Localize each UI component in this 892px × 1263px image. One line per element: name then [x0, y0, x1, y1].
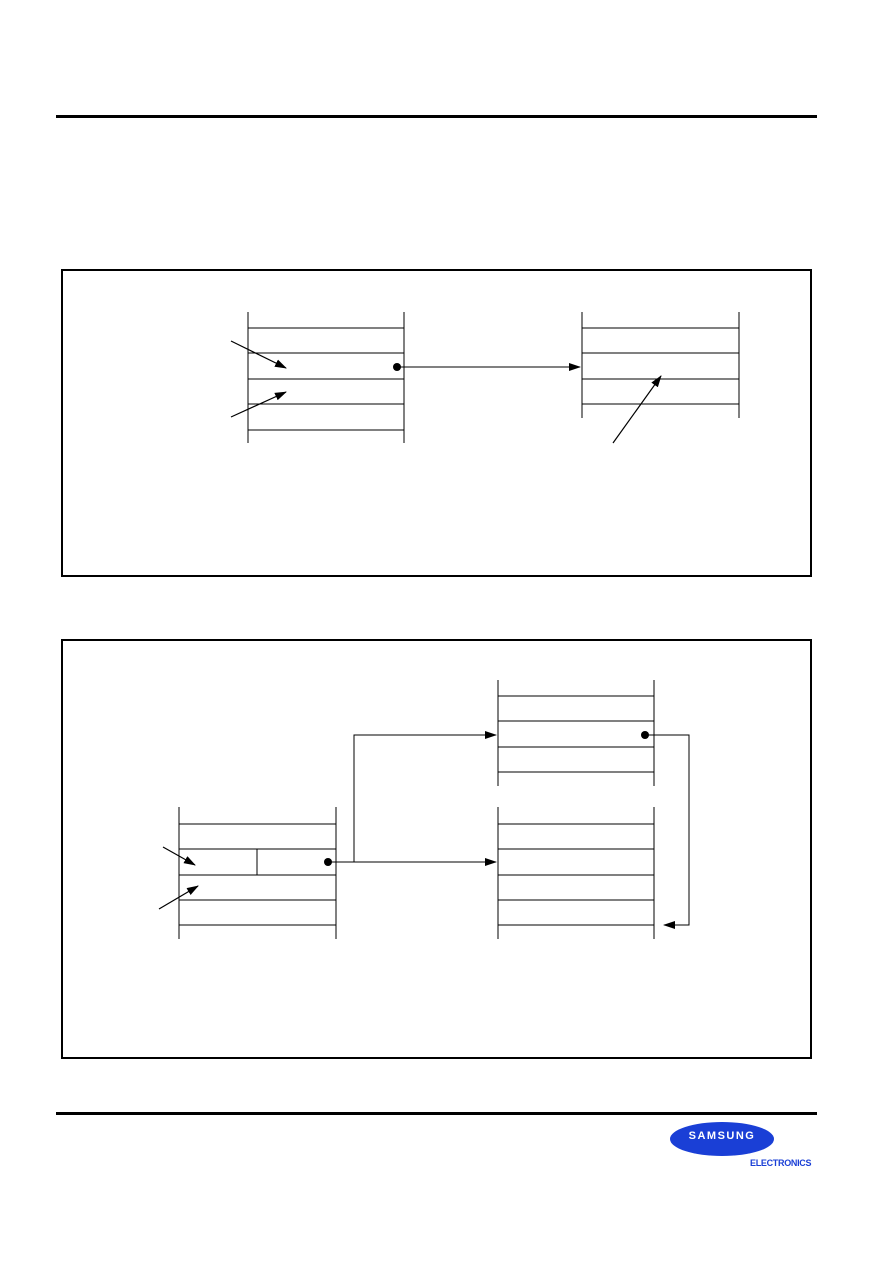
connection-arrow-upper: [353, 731, 497, 862]
diagram-panel-2: [61, 639, 812, 1059]
register-file-block: [247, 312, 405, 443]
pointer-arrow-2: [158, 885, 199, 910]
header-rule: [56, 115, 817, 118]
register-file-block: [178, 807, 337, 939]
logo-oval: [670, 1122, 774, 1156]
target-memory-block: [581, 312, 740, 418]
logo-wordmark: SAMSUNG: [688, 1130, 756, 1142]
pointer-arrow-2: [230, 391, 287, 418]
pointer-arrow-1: [162, 846, 196, 866]
pointer-arrow-3: [612, 375, 662, 444]
diagram-1-svg: [230, 312, 740, 444]
diagram-2-svg: [158, 680, 690, 939]
return-path-arrow: [645, 734, 690, 929]
samsung-logo: SAMSUNG ELECTRONICS: [668, 1120, 818, 1172]
footer-rule: [56, 1112, 817, 1115]
diagram-panel-1: [61, 269, 812, 577]
lower-memory-block: [497, 807, 655, 939]
upper-memory-block: [497, 680, 655, 786]
logo-subtitle: ELECTRONICS: [750, 1158, 812, 1168]
pointer-arrow-1: [230, 340, 287, 369]
